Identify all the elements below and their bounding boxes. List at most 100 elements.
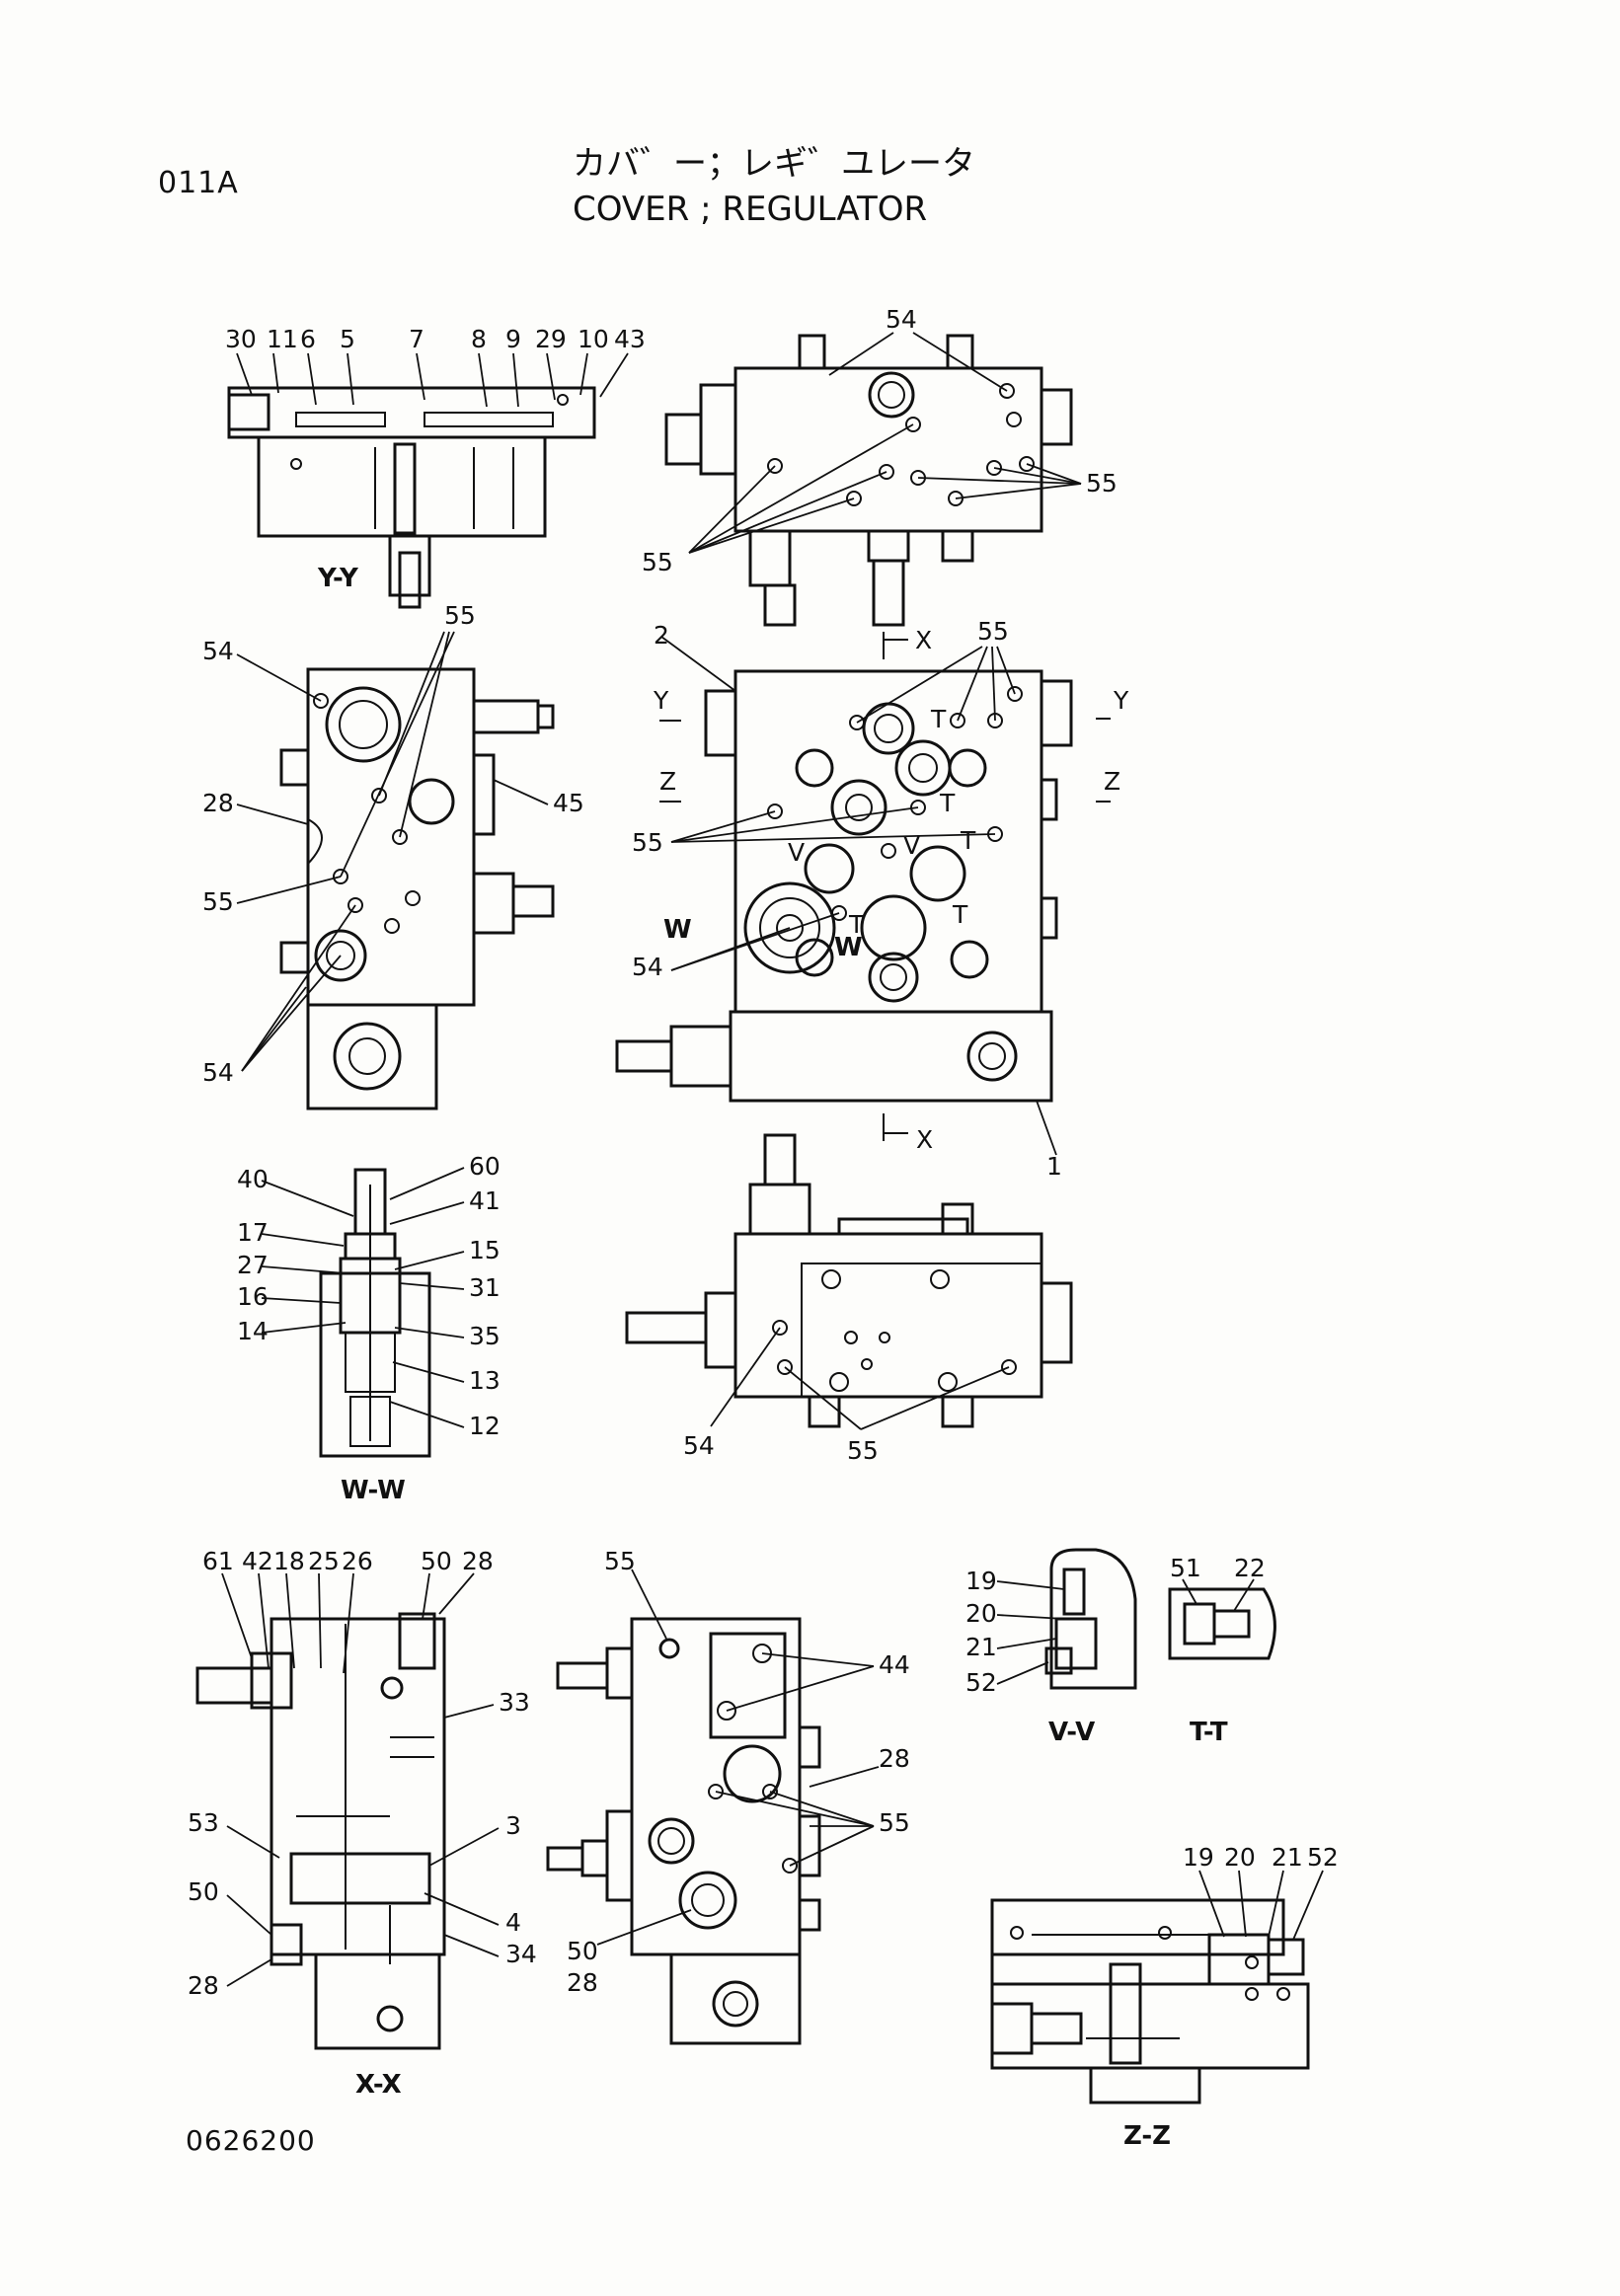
callout-label: 17 — [237, 1218, 269, 1247]
callout-label: 19 — [1183, 1843, 1214, 1872]
callout-label: 8 — [471, 325, 487, 353]
callout-label: 21 — [965, 1633, 997, 1661]
section-mark: Y — [653, 686, 669, 715]
section-view-ww: 40 60 41 17 15 27 31 16 14 35 13 12 W-W — [237, 1152, 501, 1505]
callout-label: 55 — [444, 601, 476, 630]
callout-label: 54 — [202, 1058, 234, 1087]
callout-label: 27 — [237, 1251, 269, 1279]
callout-label: 12 — [469, 1412, 501, 1440]
view-label: V-V — [1048, 1718, 1095, 1747]
callout-label: 51 — [1170, 1554, 1201, 1582]
callout-label: 9 — [505, 325, 521, 353]
callout-label: 60 — [469, 1152, 501, 1181]
callout-label: 28 — [202, 789, 234, 817]
callout-label: 16 — [237, 1282, 269, 1311]
section-mark: Z — [1104, 767, 1120, 796]
bottom-view: 54 55 — [625, 1133, 1073, 1465]
section-mark: V — [903, 831, 920, 860]
callout-label: 41 — [469, 1186, 501, 1215]
callout-label: 18 — [273, 1547, 305, 1575]
view-label: Z-Z — [1123, 2121, 1171, 2151]
callout-label: 55 — [202, 887, 234, 916]
callout-label: 14 — [237, 1317, 269, 1345]
section-view-tt: 51 22 T-T — [1168, 1554, 1276, 1747]
callout-label: 28 — [879, 1744, 910, 1773]
callout-label: 31 — [469, 1273, 501, 1302]
callout-label: 52 — [1307, 1843, 1339, 1872]
section-view-yy: 30 11 6 5 7 8 9 29 10 43 Y-Y — [225, 325, 646, 609]
callout-label: 54 — [202, 637, 234, 665]
callout-label: 4 — [505, 1908, 521, 1937]
callout-label: 10 — [578, 325, 609, 353]
callout-label: 2 — [654, 621, 669, 650]
callout-label: 13 — [469, 1366, 501, 1395]
callout-label: 21 — [1272, 1843, 1303, 1872]
title-japanese: カバ゛ー；レギ゛ユレータ — [573, 144, 975, 184]
section-mark: T — [960, 826, 976, 855]
callout-label: 55 — [977, 617, 1009, 646]
callout-label: 22 — [1234, 1554, 1266, 1582]
callout-label: 25 — [308, 1547, 340, 1575]
section-view-zz: 19 20 21 52 Z-Z — [990, 1843, 1339, 2151]
view-label: X-X — [355, 2070, 402, 2100]
page-code: 011A — [158, 166, 239, 200]
callout-label: 6 — [300, 325, 316, 353]
section-mark: T — [930, 705, 947, 733]
callout-label: 54 — [886, 305, 917, 334]
side-view-2: 55 44 28 55 50 28 — [546, 1547, 910, 2045]
callout-label: 30 — [225, 325, 257, 353]
front-view: X Y Y Z Z T T T V V T W W T X 55 2 55 54… — [615, 617, 1129, 1181]
top-view: 54 55 55 — [642, 305, 1118, 627]
section-mark: W — [834, 933, 863, 962]
callout-label: 55 — [642, 548, 673, 576]
view-label: T-T — [1190, 1718, 1228, 1747]
callout-label: 35 — [469, 1322, 501, 1350]
callout-label: 50 — [567, 1937, 598, 1965]
view-label: Y-Y — [317, 564, 359, 593]
callout-label: 40 — [237, 1165, 269, 1193]
callout-label: 5 — [340, 325, 355, 353]
callout-label: 61 — [202, 1547, 234, 1575]
callout-label: 45 — [553, 789, 584, 817]
section-mark: T — [939, 789, 956, 817]
callout-label: 55 — [604, 1547, 636, 1575]
callout-label: 55 — [1086, 469, 1118, 497]
callout-label: 11 — [267, 325, 298, 353]
callout-label: 20 — [965, 1599, 997, 1628]
callout-label: 52 — [965, 1668, 997, 1697]
document-number: 0626200 — [186, 2124, 316, 2157]
callout-label: 55 — [632, 828, 663, 857]
callout-label: 42 — [242, 1547, 273, 1575]
callout-label: 55 — [879, 1808, 910, 1837]
section-mark: X — [916, 1125, 933, 1154]
callout-label: 19 — [965, 1567, 997, 1595]
callout-label: 20 — [1224, 1843, 1256, 1872]
callout-label: 34 — [505, 1940, 537, 1968]
title-english: COVER ; REGULATOR — [573, 190, 928, 229]
section-mark: Y — [1113, 686, 1129, 715]
callout-label: 26 — [342, 1547, 373, 1575]
callout-label: 54 — [683, 1431, 715, 1460]
section-view-xx: 61 42 18 25 26 50 28 33 53 3 50 4 34 28 … — [188, 1547, 537, 2100]
section-mark: T — [952, 900, 968, 929]
section-view-vv: 19 20 21 52 V-V — [965, 1548, 1137, 1747]
callout-label: 28 — [462, 1547, 494, 1575]
view-label: W-W — [341, 1476, 406, 1505]
callout-label: 33 — [499, 1688, 530, 1717]
section-mark: Z — [659, 767, 676, 796]
side-view-left: 54 55 28 45 55 54 — [202, 601, 584, 1110]
callout-label: 55 — [847, 1436, 879, 1465]
section-mark: T — [848, 910, 865, 939]
callout-label: 43 — [614, 325, 646, 353]
callout-label: 29 — [535, 325, 567, 353]
callout-label: 3 — [505, 1811, 521, 1840]
section-mark: X — [915, 626, 932, 654]
callout-label: 28 — [188, 1971, 219, 2000]
callout-label: 54 — [632, 953, 663, 981]
callout-label: 53 — [188, 1808, 219, 1837]
callout-label: 50 — [188, 1877, 219, 1906]
callout-label: 1 — [1046, 1152, 1062, 1181]
callout-label: 15 — [469, 1236, 501, 1264]
